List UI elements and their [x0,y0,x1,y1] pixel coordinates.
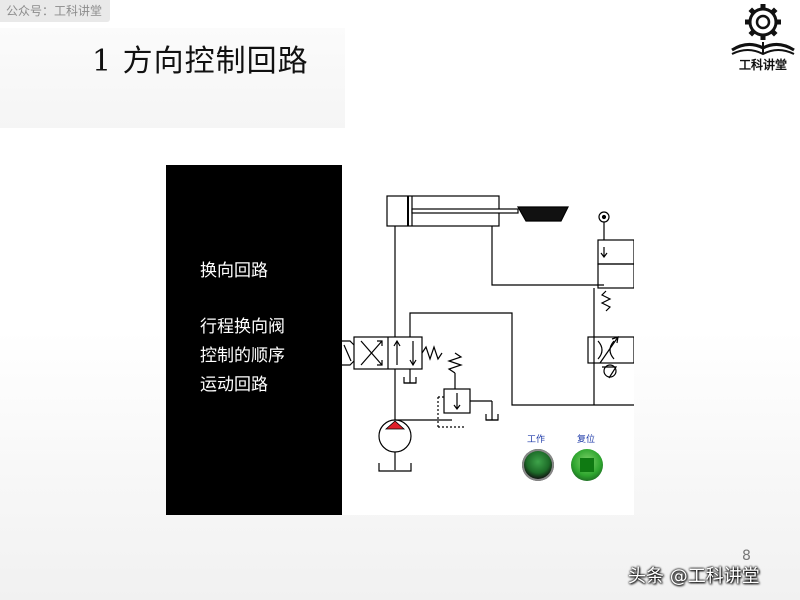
panel-line-2: 行程换向阀 [200,317,285,337]
panel-line-1: 换向回路 [200,261,268,281]
relief-spring [447,352,463,374]
reset-button-label: 复位 [577,435,596,445]
throttle-valve [587,336,635,364]
gear-book-icon [731,4,795,56]
cam-block [516,206,569,222]
work-button-label: 工作 [527,435,546,445]
hydraulic-circuit-diagram: 工作 复位 [342,165,635,515]
page-title: 1 方向控制回路 [92,44,309,79]
page-number: 8 [742,548,751,564]
pump-arrow [384,420,406,430]
reset-button-square [580,458,594,472]
logo: 工科讲堂 [728,2,798,76]
piston-rod [411,208,519,214]
logo-text: 工科讲堂 [738,58,787,72]
title-band [0,28,345,128]
watermark-top: 公众号：工科讲堂 [0,0,111,22]
panel-line-3: 控制的顺序 [200,346,285,366]
left-text-panel: 换向回路 行程换向阀 控制的顺序 运动回路 [166,165,343,515]
reset-button[interactable] [571,449,603,481]
panel-line-4: 运动回路 [200,375,268,395]
valve-spring [421,345,443,361]
watermark-bottom: 头条 @工科讲堂 [628,566,760,587]
circuit-svg [342,195,635,472]
work-button[interactable] [522,449,554,481]
